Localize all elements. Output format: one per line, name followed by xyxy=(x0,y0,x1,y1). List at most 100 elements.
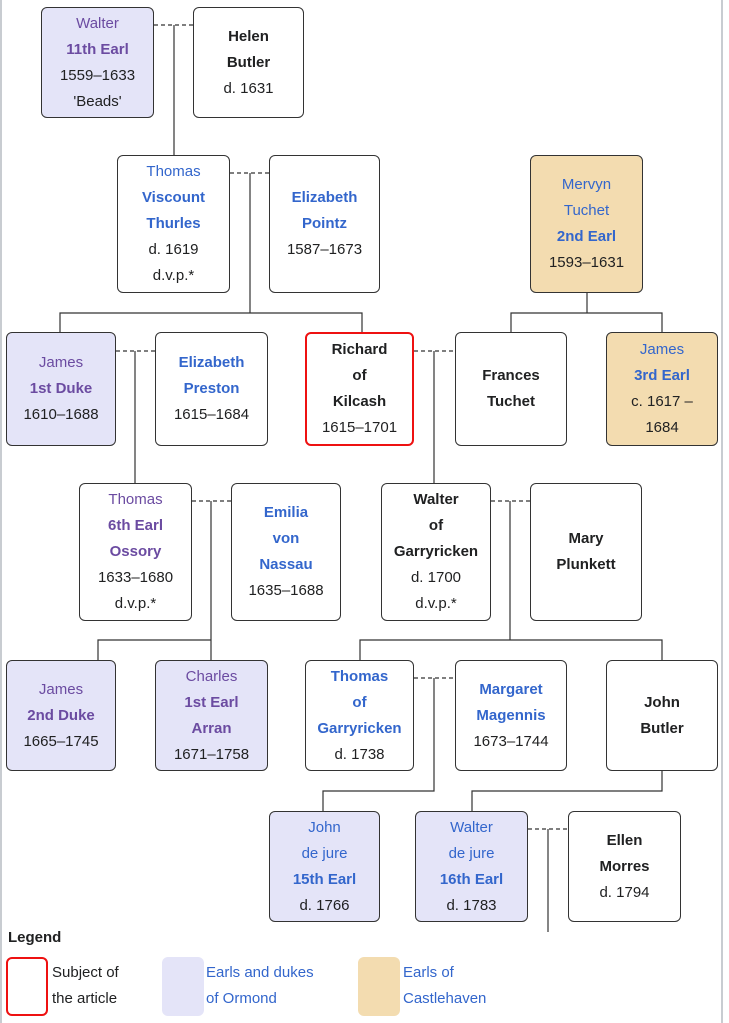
person-link[interactable]: Emilia xyxy=(263,504,309,521)
person-link[interactable]: Garryricken xyxy=(317,719,402,737)
person-link[interactable]: of xyxy=(352,693,367,711)
person-link[interactable]: Preston xyxy=(183,380,240,397)
person-link[interactable]: Tuchet xyxy=(563,202,610,219)
person-text: 'Beads' xyxy=(73,92,122,110)
person-link[interactable]: 1st Earl xyxy=(184,693,239,711)
person-link[interactable]: Thomas xyxy=(330,667,389,685)
person-link[interactable]: John xyxy=(308,818,341,836)
person-text: d. 1783 xyxy=(446,896,497,914)
person-text: c. 1617 – xyxy=(631,393,693,410)
person-box-james-1st-duke: James 1st Duke 1610–1688 xyxy=(6,332,116,446)
person-link[interactable]: 16th Earl xyxy=(439,870,504,888)
person-link[interactable]: Elizabeth xyxy=(178,354,245,371)
person-link[interactable]: Mervyn xyxy=(561,176,612,193)
legend-text: Earls of xyxy=(403,964,454,981)
person-link[interactable]: James xyxy=(639,341,685,358)
legend-ormond-link[interactable]: Earls and dukes of Ormond xyxy=(206,960,314,1012)
person-text: Garryricken xyxy=(393,543,479,560)
person-link[interactable]: Nassau xyxy=(259,556,313,573)
person-link[interactable]: 15th Earl xyxy=(292,870,357,888)
person-text: 1615–1701 xyxy=(321,419,398,436)
person-link[interactable]: James xyxy=(38,354,84,371)
person-link[interactable]: 11th Earl xyxy=(66,40,129,58)
person-text: d.v.p.* xyxy=(152,267,195,284)
person-text: 1673–1744 xyxy=(473,732,549,750)
legend-subject-label: Subject of the article xyxy=(52,960,119,1012)
person-text: Helen xyxy=(228,27,269,45)
person-link[interactable]: 2nd Duke xyxy=(27,706,95,724)
person-text: 1684 xyxy=(645,419,679,436)
person-link[interactable]: 2nd Earl xyxy=(556,228,617,245)
person-text: 1610–1688 xyxy=(23,406,99,423)
person-link[interactable]: Margaret xyxy=(479,680,543,698)
person-text: d. 1631 xyxy=(223,79,274,97)
person-text: d. 1766 xyxy=(299,896,350,914)
person-link[interactable]: Arran xyxy=(191,719,232,737)
legend-castlehaven-swatch xyxy=(358,957,400,1016)
person-link[interactable]: Thomas xyxy=(108,491,163,508)
person-text: Butler xyxy=(226,53,271,71)
person-box-james-3rd-earl: James 3rd Earl c. 1617 – 1684 xyxy=(606,332,718,446)
person-text: d. 1794 xyxy=(599,883,650,901)
person-text: Kilcash xyxy=(332,393,387,410)
legend-subject-swatch xyxy=(6,957,48,1016)
person-text: d.v.p.* xyxy=(415,595,457,612)
legend-text: Earls and dukes xyxy=(206,964,314,981)
person-link[interactable]: Elizabeth xyxy=(291,189,358,206)
person-text: 1633–1680 xyxy=(97,569,174,586)
person-text: d. 1619 xyxy=(148,241,199,258)
person-text: Plunkett xyxy=(556,556,616,573)
person-text: 1635–1688 xyxy=(248,582,324,599)
person-text: Richard xyxy=(331,341,388,358)
person-link[interactable]: Magennis xyxy=(476,706,546,724)
person-text: Ellen xyxy=(606,831,643,849)
person-text: Butler xyxy=(640,719,684,737)
person-text: John xyxy=(644,693,680,711)
person-text: of xyxy=(428,517,444,534)
person-link[interactable]: Thomas xyxy=(146,163,201,180)
person-link[interactable]: de jure xyxy=(448,844,495,862)
person-link[interactable]: Pointz xyxy=(302,215,347,232)
person-text: Morres xyxy=(599,857,650,875)
person-link[interactable]: Thurles xyxy=(146,215,201,232)
person-text: 1587–1673 xyxy=(286,241,363,258)
person-text: 1665–1745 xyxy=(23,732,99,750)
person-link[interactable]: de jure xyxy=(301,844,348,862)
legend-title: Legend xyxy=(8,929,62,946)
legend-ormond-swatch xyxy=(162,957,204,1016)
person-text: d.v.p.* xyxy=(114,595,157,612)
person-link[interactable]: James xyxy=(38,680,84,698)
person-link[interactable]: Ossory xyxy=(109,543,162,560)
person-link[interactable]: 3rd Earl xyxy=(634,367,690,384)
person-link[interactable]: Viscount xyxy=(141,189,206,206)
person-link[interactable]: 6th Earl xyxy=(107,517,164,534)
person-text: d. 1700 xyxy=(410,569,462,586)
person-box-walter-16th-earl: Walter de jure 16th Earl d. 1783 xyxy=(415,811,528,922)
person-text: of xyxy=(352,367,367,384)
person-link[interactable]: von xyxy=(272,530,300,547)
person-box-james-2nd-duke: James 2nd Duke 1665–1745 xyxy=(6,660,116,771)
person-link[interactable]: Charles xyxy=(185,667,238,685)
person-link[interactable]: Walter xyxy=(76,14,119,32)
person-text: Tuchet xyxy=(486,393,536,410)
person-text: 1615–1684 xyxy=(173,406,250,423)
person-text: 1671–1758 xyxy=(173,745,250,763)
descent-lines xyxy=(59,25,663,932)
person-link[interactable]: 1st Duke xyxy=(29,380,93,397)
legend-castlehaven-link[interactable]: Earls of Castlehaven xyxy=(403,960,486,1012)
person-link[interactable]: Walter xyxy=(450,818,493,836)
